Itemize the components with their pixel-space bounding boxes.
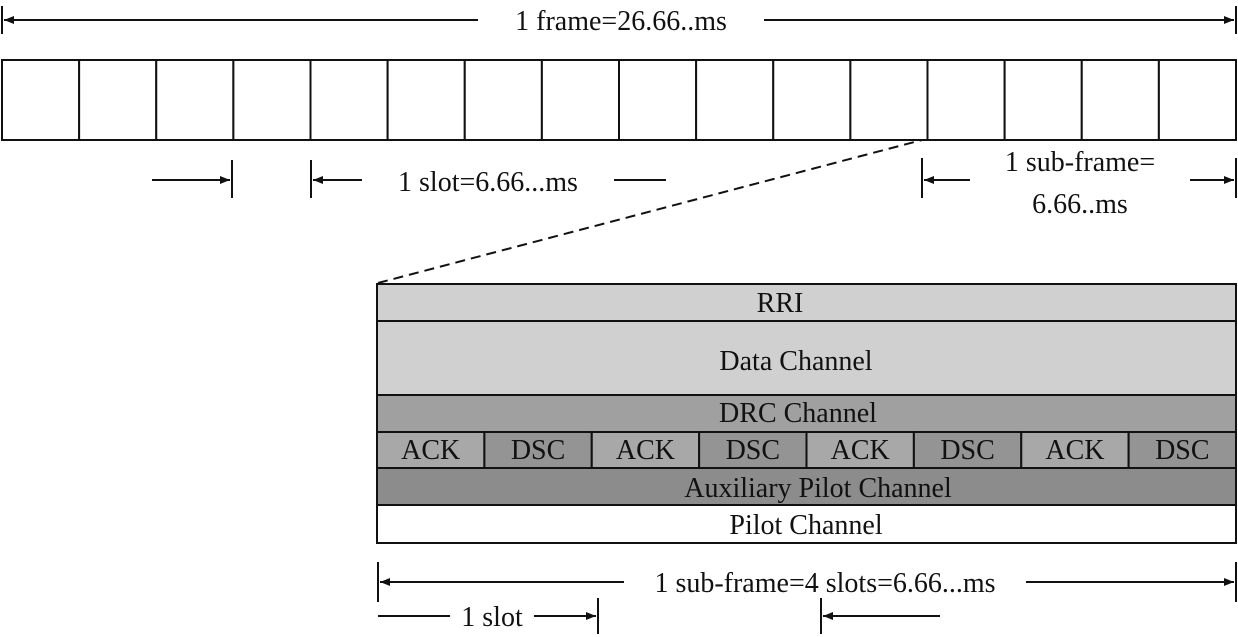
pilot-band: [376, 504, 1237, 544]
frame-slot-cell: [78, 59, 158, 141]
frame-label: 1 frame=26.66..ms: [515, 6, 727, 37]
bottom-subframe-label: 1 sub-frame=4 slots=6.66...ms: [654, 568, 995, 599]
subframe-label-line2: 6.66..ms: [1032, 189, 1128, 220]
frame-slot-cell: [155, 59, 235, 141]
subframe-dimension: 1 sub-frame= 6.66..ms: [921, 147, 1237, 220]
frame-slot-row: [1, 59, 1237, 141]
frame-slot-cell: [232, 59, 312, 141]
bottom-subframe-dimension: 1 sub-frame=4 slots=6.66...ms: [377, 562, 1237, 602]
bottom-slot-label: 1 slot: [461, 602, 523, 633]
zoom-dashed-line: [377, 139, 923, 284]
frame-slot-cell: [309, 59, 389, 141]
ack-cell: [590, 431, 701, 469]
data-channel-label: Data Channel: [719, 346, 872, 377]
ack-cell: [1020, 431, 1130, 469]
frame-slot-cell: [1080, 59, 1160, 141]
rri-band: [376, 283, 1237, 322]
frame-slot-cell: [540, 59, 620, 141]
frame-slot-cell: [695, 59, 775, 141]
frame-slot-cell: [618, 59, 698, 141]
ack-label: ACK: [1045, 435, 1104, 466]
slot-label: 1 slot=6.66...ms: [398, 167, 578, 198]
aux-pilot-label: Auxiliary Pilot Channel: [684, 473, 952, 504]
dsc-label: DSC: [511, 435, 565, 466]
frame-slot-cell: [1157, 59, 1237, 141]
ack-cell: [805, 431, 915, 469]
ack-label: ACK: [401, 435, 460, 466]
subframe-channel-block: RRI Data Channel DRC Channel ACK DSC ACK DS…: [376, 283, 1237, 544]
ack-label: ACK: [616, 435, 675, 466]
data-channel-band: [376, 320, 1237, 396]
bottom-slot-dimension: 1 slot: [378, 598, 940, 634]
frame-slot-cell: [849, 59, 929, 141]
frame-slot-cell: [1003, 59, 1083, 141]
ack-dsc-row: ACK DSC ACK DSC ACK DSC ACK DSC: [376, 431, 1237, 469]
frame-slot-cell: [772, 59, 852, 141]
ack-cell: [376, 431, 486, 469]
frame-slot-cell: [463, 59, 543, 141]
frame-slot-cell: [1, 59, 81, 141]
aux-pilot-band: [376, 467, 1237, 506]
dsc-label: DSC: [726, 435, 780, 466]
rri-label: RRI: [757, 288, 804, 319]
dsc-label: DSC: [940, 435, 994, 466]
frame-dimension: 1 frame=26.66..ms: [1, 6, 1237, 37]
pilot-label: Pilot Channel: [729, 510, 882, 541]
frame-slot-cell: [386, 59, 466, 141]
slot-dimension: 1 slot=6.66...ms: [152, 160, 666, 198]
drc-channel-label: DRC Channel: [719, 398, 877, 429]
dsc-label: DSC: [1155, 435, 1209, 466]
subframe-label-line1: 1 sub-frame=: [1005, 147, 1155, 178]
ack-label: ACK: [831, 435, 890, 466]
frame-slot-cell: [926, 59, 1006, 141]
